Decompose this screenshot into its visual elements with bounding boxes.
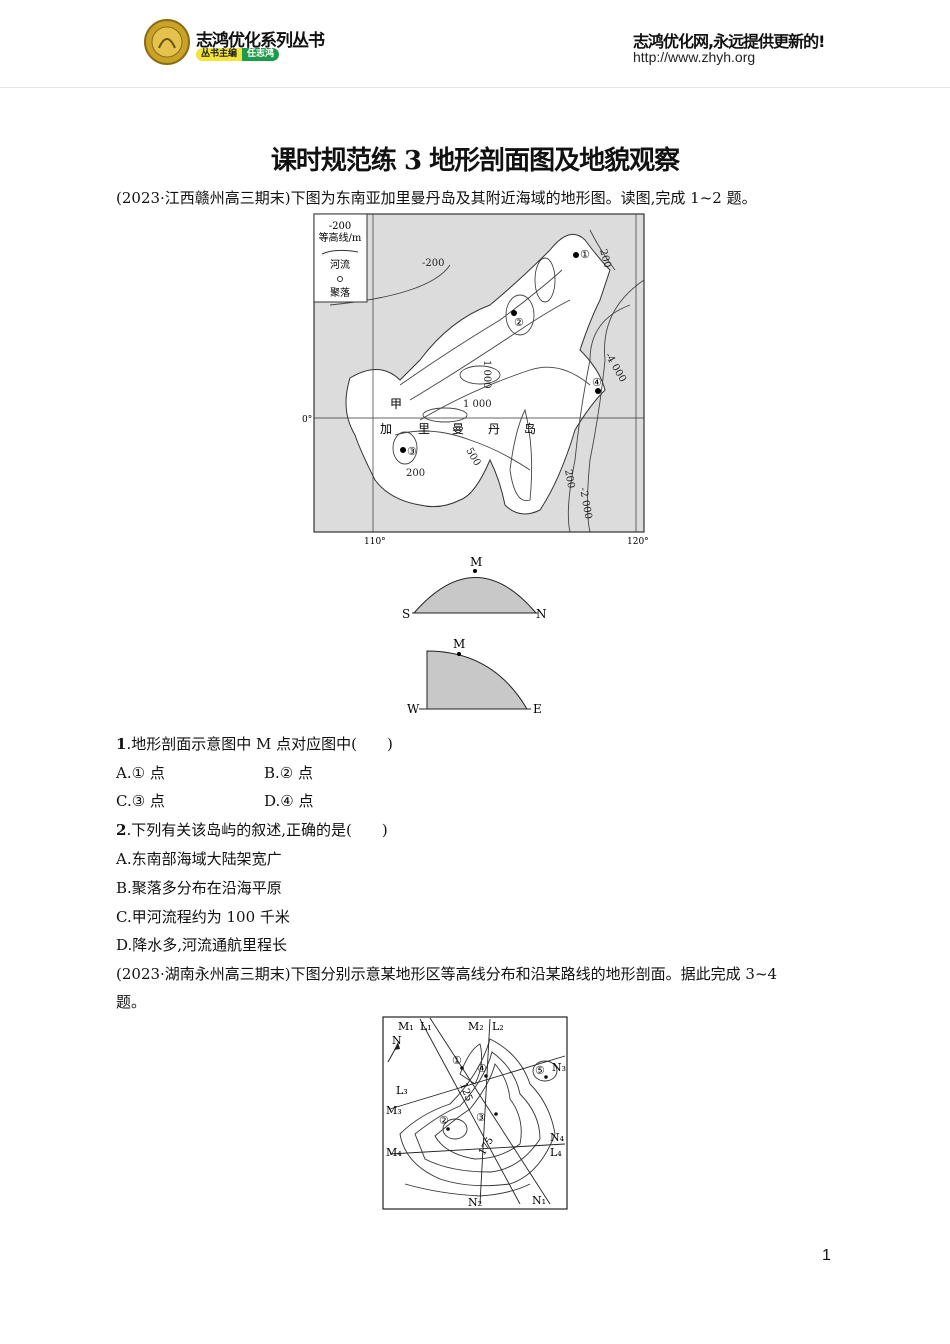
north-label: N [392, 1034, 402, 1047]
line-m2-n2 [479, 1018, 491, 1205]
q1-option-a[interactable]: A.① 点 [116, 764, 165, 782]
place-label: 丹 [488, 422, 500, 436]
contour-lines [399, 1038, 558, 1197]
q2-option-d[interactable]: D.降水多,河流通航里程长 [116, 936, 288, 954]
page-title: 课时规范练 3 地形剖面图及地貌观察 [270, 146, 680, 176]
point-4: ④ [477, 1062, 487, 1075]
profile-s-n: M S N [402, 555, 547, 621]
legend-contour-sample: -200 [329, 221, 351, 232]
contour-label: -2 000 [577, 487, 593, 520]
profile2-m: M [453, 637, 465, 651]
contour-lines [329, 229, 645, 533]
label-m2: M₂ [468, 1020, 484, 1033]
point-4: ④ [592, 376, 602, 389]
page-number: 1 [822, 1247, 831, 1264]
point-3: ③ [476, 1111, 486, 1124]
series-title: 志鸿优化系列丛书 [196, 31, 325, 51]
q2-option-a[interactable]: A.东南部海域大陆架宽广 [116, 850, 282, 868]
contour-label: 200 [597, 248, 613, 269]
point-1: ① [580, 248, 590, 261]
label-n1: N₁ [532, 1194, 546, 1207]
label-n3: N₃ [552, 1061, 566, 1074]
header-divider [0, 87, 950, 88]
label-n4: N₄ [550, 1131, 565, 1144]
editor-badge: 丛书主编 任志鸿 [196, 48, 280, 61]
contour-label: -200 [422, 258, 444, 269]
contour-label: 200 [562, 469, 576, 490]
place-label: 甲 [390, 397, 402, 411]
label-l3: L₃ [396, 1084, 408, 1097]
line-m3-n3 [389, 1055, 566, 1110]
longitude-label: 110° [364, 537, 386, 547]
q2-option-b[interactable]: B.聚落多分布在沿海平原 [116, 879, 282, 897]
label-m4: M₄ [386, 1146, 402, 1159]
header-slogan: 志鸿优化网,永远提供更新的! [633, 32, 825, 51]
label-l4: L₄ [550, 1146, 562, 1159]
question-1: 1.地形剖面示意图中 M 点对应图中( ) [116, 735, 393, 753]
contour-map-2: N M₁ L₁ M₂ L₂ L₃ M₃ M₄ N₃ N₄ L₄ N₂ N₁ 12… [382, 1016, 568, 1210]
profile2-right: E [533, 702, 542, 716]
legend-river-label: 河流 [330, 258, 350, 271]
q2-option-c[interactable]: C.甲河流程约为 100 千米 [116, 908, 290, 926]
point-5: ⑤ [535, 1064, 545, 1077]
logo-seal-icon [144, 19, 190, 65]
point-2: ② [514, 316, 524, 329]
longitude-label: 120° [627, 537, 649, 547]
editor-name: 任志鸿 [242, 48, 280, 61]
q1-option-d[interactable]: D.④ 点 [264, 792, 314, 810]
editor-label: 丛书主编 [196, 48, 243, 61]
point-1: ① [452, 1054, 462, 1067]
question-2: 2.下列有关该岛屿的叙述,正确的是( ) [116, 821, 388, 839]
line-m1-n1 [419, 1018, 521, 1205]
label-n2: N₂ [468, 1196, 482, 1209]
contour-label: 200 [406, 468, 425, 479]
intro-text-1: (2023·江西赣州高三期末)下图为东南亚加里曼丹岛及其附近海域的地形图。读图,… [116, 189, 757, 207]
intro-text-2-cont: 题。 [116, 993, 147, 1011]
legend-contour-label: 等高线/m [319, 231, 362, 244]
contour-label: 1 000 [481, 360, 492, 389]
q1-option-b[interactable]: B.② 点 [264, 764, 314, 782]
label-m1: M₁ [398, 1020, 414, 1033]
label-l1: L₁ [420, 1020, 432, 1033]
place-label: 曼 [452, 422, 464, 436]
point-3: ③ [407, 445, 417, 458]
line-m4-n4 [389, 1143, 566, 1155]
legend-settlement-label: 聚落 [330, 287, 350, 299]
q1-option-c[interactable]: C.③ 点 [116, 792, 165, 810]
profile2-left: W [407, 702, 420, 716]
line-l1-l4 [429, 1017, 551, 1205]
profile1-m: M [470, 555, 482, 569]
header-url[interactable]: http://www.zhyh.org [633, 49, 756, 65]
place-label: 里 [418, 422, 430, 436]
borneo-topographic-map: -200 等高线/m 河流 聚落 -200 200 -4 000 1 000 1… [302, 213, 649, 547]
contour-label: 1 000 [463, 399, 492, 410]
place-label: 加 [380, 422, 392, 436]
place-label: 岛 [524, 421, 536, 436]
profile-w-e: M W E [407, 637, 542, 716]
settlement-icon [337, 276, 343, 282]
intro-text-2: (2023·湖南永州高三期末)下图分别示意某地形区等高线分布和沿某路线的地形剖面… [116, 965, 778, 983]
point-2: ② [439, 1114, 449, 1127]
profile1-right: N [536, 607, 547, 621]
label-l2: L₂ [492, 1020, 504, 1033]
latitude-label: 0° [302, 415, 312, 425]
label-m3: M₃ [386, 1104, 402, 1117]
profile1-left: S [402, 607, 410, 621]
